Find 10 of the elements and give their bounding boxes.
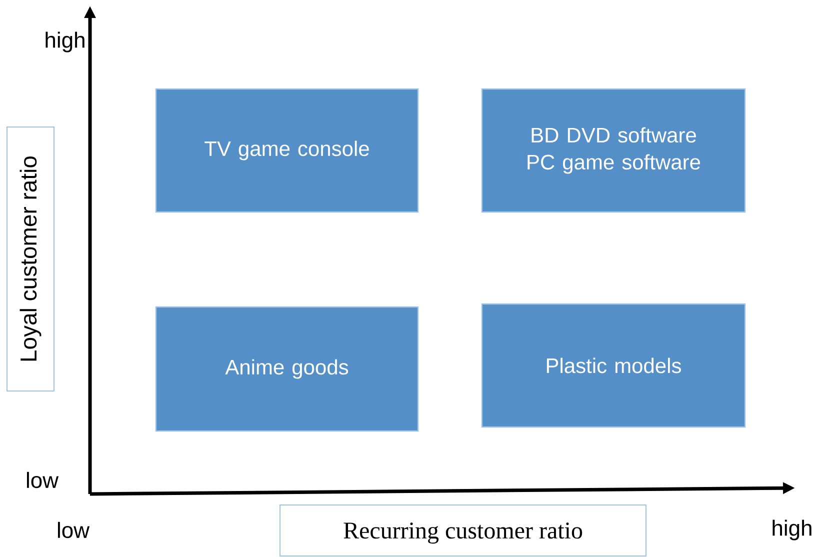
category-box: Anime goods bbox=[155, 306, 419, 432]
axis-title-box: Recurring customer ratio bbox=[280, 504, 646, 556]
axis-title-box: Loyal customer ratio bbox=[6, 126, 54, 392]
axis-level-label: low bbox=[27, 472, 59, 488]
axis-level-label: low bbox=[58, 522, 90, 538]
category-box: BD DVD software PC game software bbox=[481, 88, 746, 213]
axis-level-label: high bbox=[46, 32, 84, 52]
category-box: TV game console bbox=[155, 88, 419, 213]
axis-level-label: high bbox=[772, 520, 812, 540]
category-box: Plastic models bbox=[481, 303, 746, 428]
